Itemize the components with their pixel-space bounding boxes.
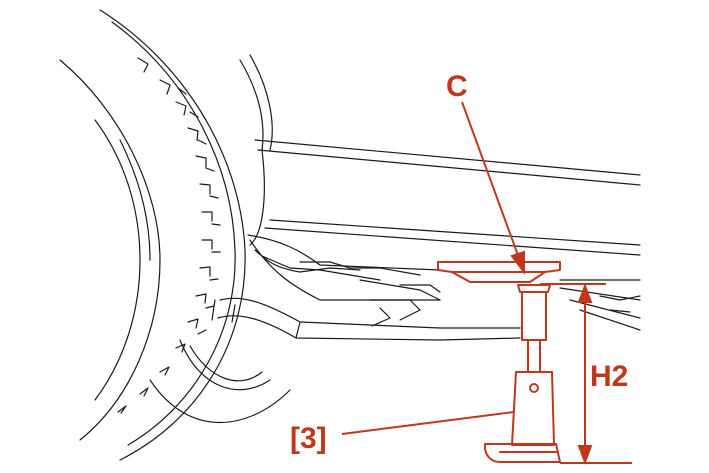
axle-stand [437, 261, 561, 463]
height-h2-label: H2 [590, 360, 629, 393]
leader-c [461, 101, 525, 275]
vehicle-outline [59, 9, 641, 461]
callout-c-label: C [446, 70, 468, 103]
axle-stand-label: [3] [290, 422, 327, 455]
dimension-h2 [540, 283, 632, 465]
leader-stand [341, 411, 515, 435]
